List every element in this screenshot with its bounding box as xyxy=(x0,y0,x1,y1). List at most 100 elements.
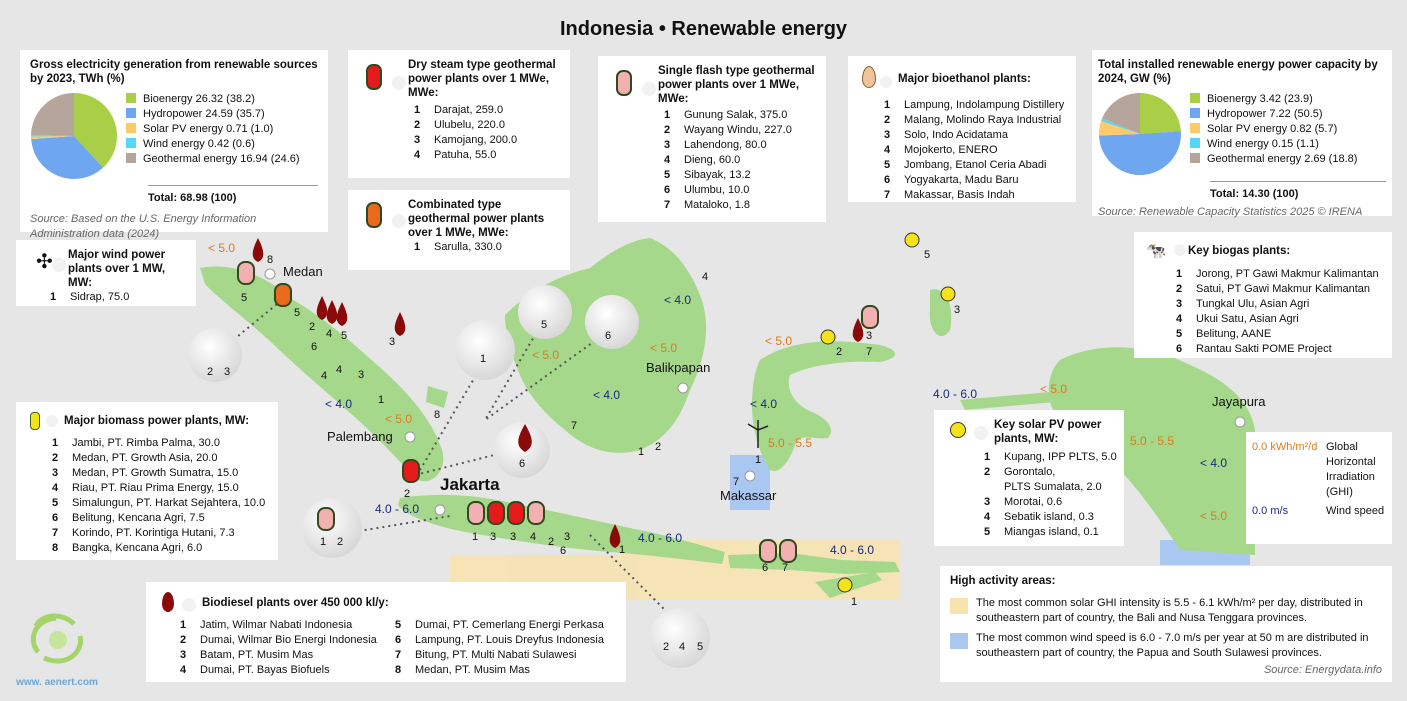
capacity-panel: Total installed renewable energy power c… xyxy=(1092,50,1392,218)
legend-item: Solar PV energy 0.82 (5.7) xyxy=(1190,122,1357,137)
ghi-legend-value: 0.0 kWh/m²/d xyxy=(1252,441,1318,453)
generation-title: Gross electricity generation from renewa… xyxy=(30,59,318,85)
papua xyxy=(1048,347,1255,555)
seram xyxy=(960,392,1055,410)
legend-item: Hydropower 24.59 (35.7) xyxy=(126,107,300,122)
capacity-slice-3 xyxy=(1101,118,1140,134)
wind-speed-labels: < 4.0 < 4.0 < 4.0 4.0 - 6.0 4.0 - 6.0 4.… xyxy=(325,293,1227,557)
svg-text:2: 2 xyxy=(655,441,661,453)
svg-text:5: 5 xyxy=(294,307,300,319)
high-activity-title: High activity areas: xyxy=(950,575,1056,587)
svg-text:1: 1 xyxy=(851,596,857,608)
wind-area-text: The most common wind speed is 6.0 - 7.0 … xyxy=(976,632,1369,659)
svg-text:7: 7 xyxy=(782,562,788,574)
ghi-label: < 5.0 xyxy=(650,341,677,355)
map-legend-panel: 0.0 kWh/m²/d Global Horizontal Irradiati… xyxy=(1246,432,1392,544)
generation-slice-4 xyxy=(31,93,75,136)
capacity-slice-0 xyxy=(1140,93,1181,134)
ghi-legend-label: Global Horizontal Irradiation (GHI) xyxy=(1326,441,1376,498)
svg-text:3: 3 xyxy=(866,330,872,342)
svg-text:5: 5 xyxy=(697,641,703,653)
dry-steam-title: Dry steam type geothermal power plants o… xyxy=(408,59,556,99)
bioenergy-swatch xyxy=(1190,93,1200,103)
svg-text:1: 1 xyxy=(755,454,761,466)
ghi-label: < 5.0 xyxy=(765,334,792,348)
generation-total: Total: 68.98 (100) xyxy=(148,185,318,206)
solar-title: Key solar PV power plants, MW: xyxy=(994,419,1102,445)
svg-text:3: 3 xyxy=(510,531,516,543)
wind-speed-label: < 4.0 xyxy=(593,388,620,402)
generation-slice-3 xyxy=(31,134,74,137)
legend-item: Bioenergy 26.32 (38.2) xyxy=(126,92,300,107)
svg-text:2: 2 xyxy=(836,346,842,358)
legend-item: Solar PV energy 0.71 (1.0) xyxy=(126,122,300,137)
svg-text:2: 2 xyxy=(663,641,669,653)
svg-text:5: 5 xyxy=(924,249,930,261)
combined-geothermal-icon xyxy=(358,198,408,234)
svg-text:6: 6 xyxy=(560,545,566,557)
svg-text:1: 1 xyxy=(619,544,625,556)
map-bubbles xyxy=(188,285,710,668)
cow-icon: 🐄 xyxy=(1144,240,1188,262)
wind-speed-label: < 4.0 xyxy=(750,397,777,411)
page-title: Indonesia • Renewable energy xyxy=(559,18,848,40)
svg-text:1: 1 xyxy=(378,394,384,406)
wind-speed-label: 4.0 - 6.0 xyxy=(933,387,977,401)
svg-text:3: 3 xyxy=(389,336,395,348)
sulawesi xyxy=(752,341,895,471)
list-item: PLTS Sumalata, 2.0 xyxy=(1004,481,1102,493)
logo-text: www. aenert.com xyxy=(16,677,98,688)
biomass-title: Major biomass power plants, MW: xyxy=(64,415,250,427)
svg-text:2: 2 xyxy=(548,536,554,548)
capacity-title: Total installed renewable energy power c… xyxy=(1098,59,1378,85)
svg-text:7: 7 xyxy=(571,420,577,432)
biogas-title: Key biogas plants: xyxy=(1188,245,1291,257)
geothermal-swatch xyxy=(1190,153,1200,163)
wind-legend-value: 0.0 m/s xyxy=(1252,505,1289,517)
city-jakarta: Jakarta xyxy=(440,475,500,494)
wind-speed-label: 4.0 - 6.0 xyxy=(830,543,874,557)
wind-area-swatch xyxy=(950,633,968,649)
bioethanol-title: Major bioethanol plants: xyxy=(898,73,1031,85)
svg-text:5: 5 xyxy=(541,319,547,331)
legend-item: Wind energy 0.42 (0.6) xyxy=(126,137,300,152)
svg-text:6: 6 xyxy=(311,341,317,353)
svg-text:4: 4 xyxy=(530,531,536,543)
ghi-label: < 5.0 xyxy=(1040,382,1067,396)
single-flash-title: Single flash type geothermal power plant… xyxy=(658,65,815,105)
sumatra xyxy=(200,266,444,482)
svg-text:7: 7 xyxy=(866,346,872,358)
biodiesel-markers xyxy=(252,238,864,548)
